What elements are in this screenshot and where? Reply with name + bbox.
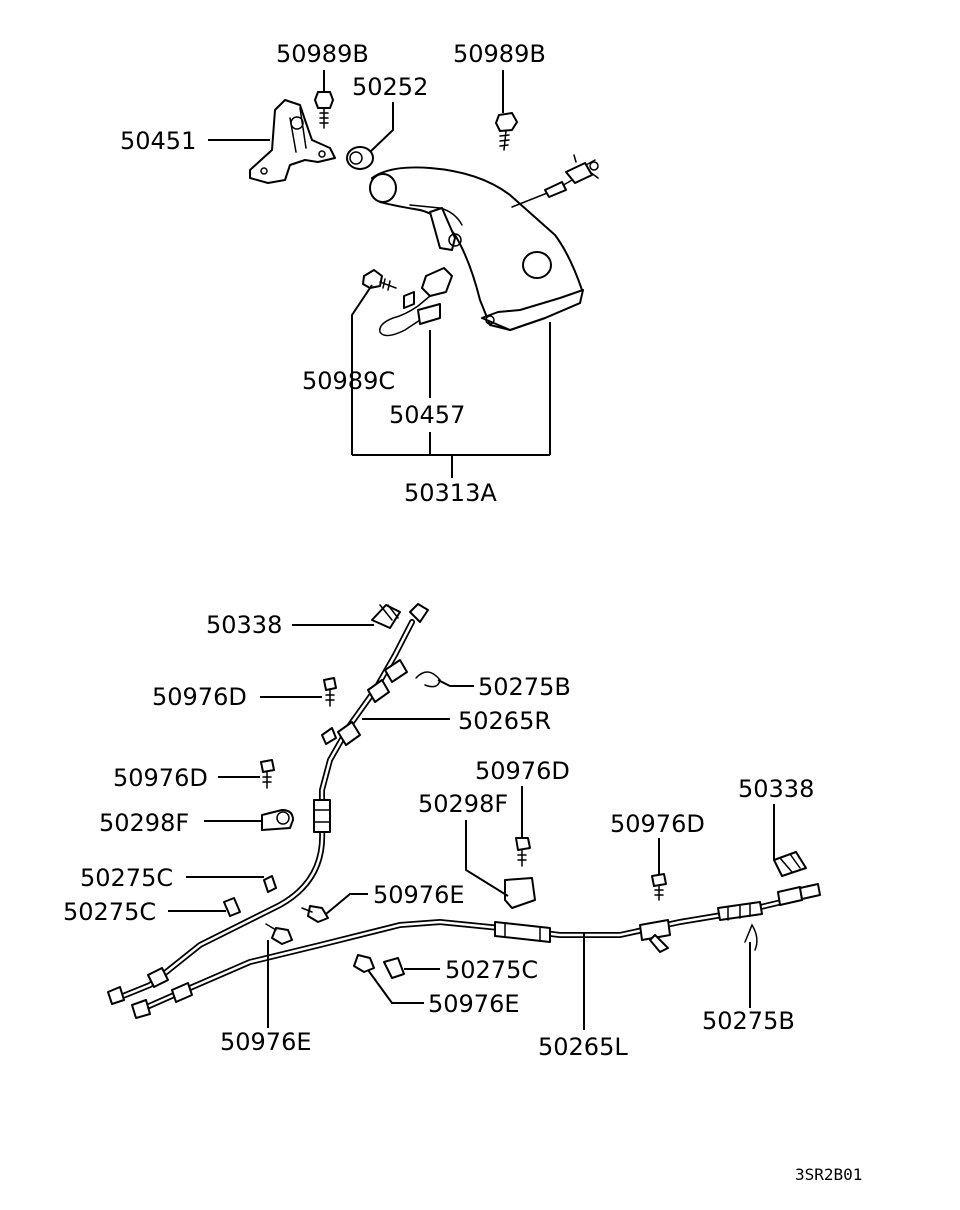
clamp-50298F-left: [261, 809, 294, 831]
switch-wire-upper: [511, 154, 599, 208]
label-50976D-2: 50976D: [113, 764, 208, 792]
bolt-50989C: [362, 269, 397, 291]
clip-50275B-right: [744, 923, 758, 951]
lever-body: [369, 166, 584, 331]
label-50451: 50451: [120, 127, 196, 155]
clip-50275C-a: [263, 875, 277, 893]
brake-switch-50457: [379, 267, 453, 337]
bolt-50976D-4: [651, 873, 667, 901]
label-50275C-c: 50275C: [445, 956, 538, 984]
clip-50275B-top: [415, 671, 441, 688]
cable-50265L: [131, 883, 821, 1019]
leaders-upper: [208, 70, 551, 478]
cable-50265R: [107, 603, 429, 1005]
clip-50338-right: [773, 851, 807, 877]
label-50298F-right: 50298F: [418, 790, 508, 818]
bushing-50252: [346, 146, 374, 170]
bolt-50976D-3: [515, 837, 531, 867]
label-50265R: 50265R: [458, 707, 551, 735]
bolt-50976D-2: [260, 759, 275, 789]
clip-50275C-b: [223, 897, 241, 917]
label-50298F-left: 50298F: [99, 809, 189, 837]
label-50252: 50252: [352, 73, 428, 101]
label-50976E-2: 50976E: [220, 1028, 312, 1056]
label-50989B-left: 50989B: [276, 40, 369, 68]
label-50275B-right: 50275B: [702, 1007, 795, 1035]
label-50338-right: 50338: [738, 775, 814, 803]
label-50338-top: 50338: [206, 611, 282, 639]
clip-50338-top: [371, 604, 401, 629]
label-50275B-top: 50275B: [478, 673, 571, 701]
label-50989B-right: 50989B: [453, 40, 546, 68]
label-50976D-4: 50976D: [610, 810, 705, 838]
clamp-50298F-right: [504, 877, 536, 909]
label-50457: 50457: [389, 401, 465, 429]
bolt-50989B-right: [495, 112, 518, 151]
lever-bracket: [249, 99, 336, 184]
clip-50275C-c: [383, 957, 405, 979]
leaders-lower: [168, 624, 775, 1030]
label-50265L: 50265L: [538, 1033, 628, 1061]
bolt-50976E-2: [265, 923, 293, 945]
label-50976D-1: 50976D: [152, 683, 247, 711]
bolt-50976E-1: [301, 905, 329, 923]
bolt-50976E-3: [353, 954, 375, 973]
label-50976E-1: 50976E: [373, 881, 465, 909]
label-50275C-a: 50275C: [80, 864, 173, 892]
label-50976D-3: 50976D: [475, 757, 570, 785]
label-50989C: 50989C: [302, 367, 395, 395]
diagram-code: 3SR2B01: [795, 1165, 862, 1184]
bolt-50976D-1: [323, 677, 337, 707]
label-50976E-3: 50976E: [428, 990, 520, 1018]
bolt-50989B-left: [314, 91, 334, 129]
label-50313A: 50313A: [404, 479, 497, 507]
label-50275C-b: 50275C: [63, 898, 156, 926]
labels: 50989B 50989B 50252 50451 50989C 50457 5…: [63, 40, 862, 1184]
